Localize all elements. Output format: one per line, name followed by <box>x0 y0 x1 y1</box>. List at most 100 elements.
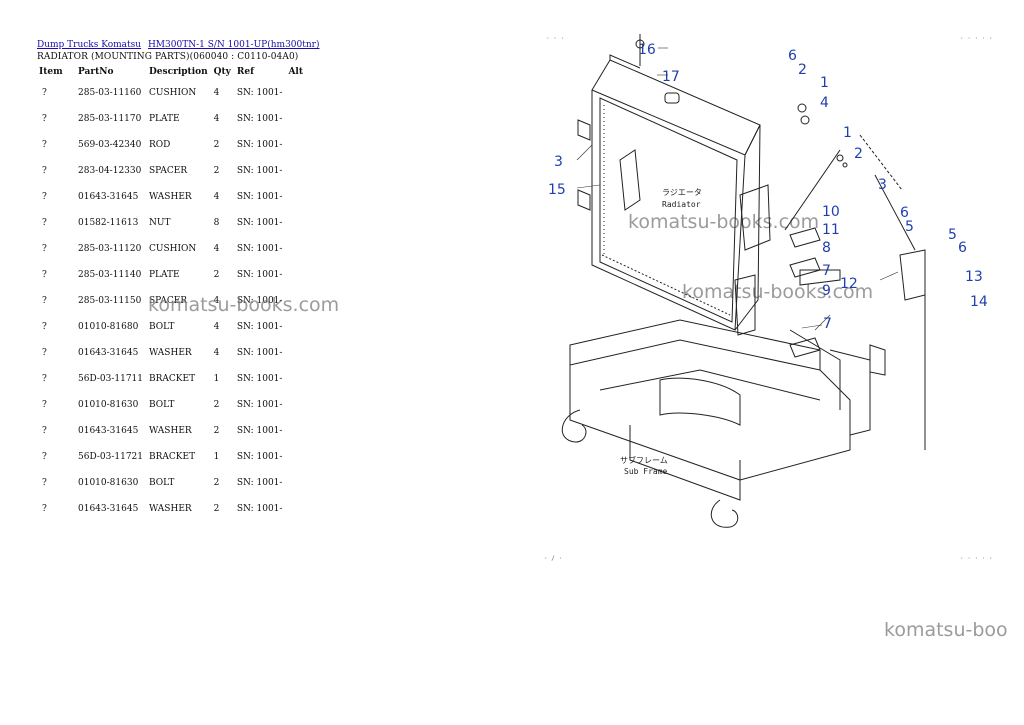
row-qty: 4 <box>213 88 220 98</box>
row-qty: 2 <box>213 478 220 488</box>
callout-number: 2 <box>798 62 807 78</box>
callout-number: 6 <box>788 48 797 64</box>
row-alt <box>285 210 306 236</box>
row-item: ? <box>42 504 47 514</box>
row-item: ? <box>42 140 47 150</box>
row-alt <box>285 444 306 470</box>
row-description: PLATE <box>149 114 180 124</box>
callout-number: 9 <box>822 283 831 299</box>
callout-number: 13 <box>965 269 983 285</box>
row-ref: SN: 1001- <box>236 322 283 332</box>
row-alt <box>285 80 306 106</box>
row-description: BRACKET <box>149 452 196 462</box>
row-partno: 285-03-11150 <box>78 296 142 306</box>
row-ref: SN: 1001- <box>236 140 283 150</box>
row-item: ? <box>42 426 47 436</box>
table-header-row: Item PartNo Description Qty Ref Alt <box>36 64 306 80</box>
callout-number: 7 <box>823 316 832 332</box>
row-partno: 283-04-12330 <box>78 166 142 176</box>
row-description: BOLT <box>149 400 175 410</box>
row-alt <box>285 470 306 496</box>
table-row: ? 283-04-12330 SPACER 2 SN: 1001- <box>36 158 306 184</box>
callout-number: 16 <box>638 42 656 58</box>
row-description: CUSHION <box>149 244 197 254</box>
row-description: WASHER <box>149 504 192 514</box>
radiator-label-jp: ラジエータ <box>662 188 702 197</box>
row-ref: SN: 1001- <box>236 400 283 410</box>
row-item: ? <box>42 478 47 488</box>
subframe-label-jp: サブフレーム <box>620 455 668 465</box>
row-description: WASHER <box>149 426 192 436</box>
row-qty: 2 <box>213 140 220 150</box>
row-ref: SN: 1001- <box>236 504 283 514</box>
callout-number: 3 <box>878 177 887 193</box>
row-description: WASHER <box>149 192 192 202</box>
radiator-drawing <box>577 34 771 336</box>
subframe-label-en: Sub Frame <box>624 467 668 476</box>
row-ref: SN: 1001- <box>236 166 283 176</box>
row-qty: 2 <box>213 166 220 176</box>
header-qty: Qty <box>213 67 231 77</box>
row-alt <box>285 236 306 262</box>
callout-number: 2 <box>854 146 863 162</box>
row-description: BRACKET <box>149 374 196 384</box>
callout-number: 5 <box>905 219 914 235</box>
row-description: PLATE <box>149 270 180 280</box>
row-description: SPACER <box>149 166 188 176</box>
callout-number: 10 <box>822 204 840 220</box>
row-qty: 2 <box>213 426 220 436</box>
header-item: Item <box>39 67 63 77</box>
callout-number: 1 <box>843 125 852 141</box>
row-alt <box>285 392 306 418</box>
header-partno: PartNo <box>78 67 114 77</box>
header-description: Description <box>149 67 208 77</box>
callout-number: 15 <box>548 182 566 198</box>
row-ref: SN: 1001- <box>236 452 283 462</box>
header-ref: Ref <box>236 67 254 77</box>
callout-number: 4 <box>820 95 829 111</box>
svg-text:· · · · ·: · · · · · <box>960 35 993 42</box>
row-item: ? <box>42 244 47 254</box>
row-qty: 4 <box>213 296 220 306</box>
breadcrumb-link-model[interactable]: HM300TN-1 S/N 1001-UP(hm300tnr) <box>147 40 320 50</box>
row-alt <box>285 132 306 158</box>
row-partno: 285-03-11140 <box>78 270 142 280</box>
row-item: ? <box>42 348 47 358</box>
radiator-label-en: Radiator <box>662 200 701 209</box>
row-qty: 1 <box>213 452 220 462</box>
row-partno: 56D-03-11711 <box>78 374 143 384</box>
row-partno: 285-03-11170 <box>78 114 142 124</box>
row-alt <box>285 314 306 340</box>
row-item: ? <box>42 296 47 306</box>
row-alt <box>285 496 306 522</box>
row-ref: SN: 1001- <box>236 114 283 124</box>
row-qty: 2 <box>213 400 220 410</box>
row-qty: 2 <box>213 270 220 280</box>
breadcrumb-link-dump-trucks[interactable]: Dump Trucks Komatsu <box>37 40 142 50</box>
row-item: ? <box>42 270 47 280</box>
callout-number: 17 <box>662 69 680 85</box>
row-partno: 01010-81630 <box>78 400 139 410</box>
section-title: RADIATOR (MOUNTING PARTS)(060040 : C0110… <box>37 52 299 62</box>
row-description: NUT <box>149 218 171 228</box>
row-ref: SN: 1001- <box>236 478 283 488</box>
svg-text:· · ·: · · · <box>546 35 564 42</box>
row-item: ? <box>42 452 47 462</box>
header-alt: Alt <box>288 67 304 77</box>
watermark: komatsu-boo <box>884 619 1008 641</box>
callout-number: 7 <box>822 263 831 279</box>
parts-table: Item PartNo Description Qty Ref Alt ?285… <box>36 64 306 522</box>
row-item: ? <box>42 166 47 176</box>
